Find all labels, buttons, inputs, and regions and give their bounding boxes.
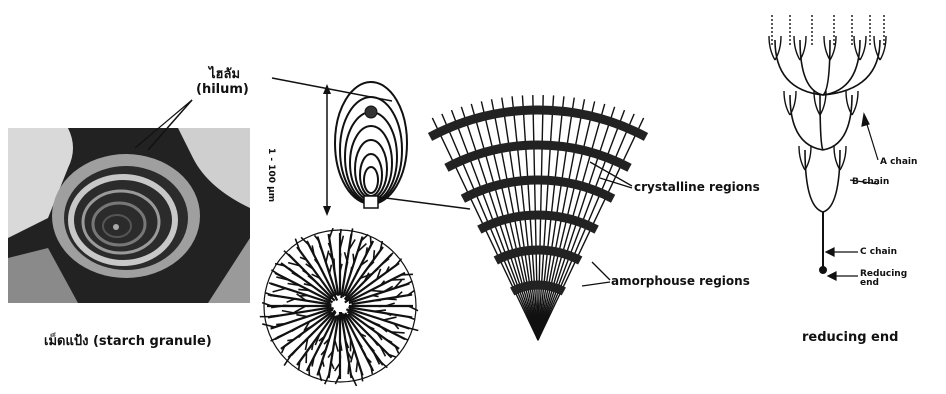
- size-range-label: 1 - 100 µm: [266, 148, 276, 202]
- crystalline-amorphous-fan: [430, 95, 646, 340]
- b-chain-label: B chain: [852, 177, 889, 187]
- hilum-pointer-line: [148, 100, 192, 150]
- amorphous-pointer: [592, 262, 610, 280]
- starch-granule-caption: เม็ดแป้ง (starch granule): [44, 330, 212, 351]
- reducing-end-caption: reducing end: [802, 330, 898, 345]
- a-chain-label: A chain: [880, 157, 917, 167]
- size-arrow: [323, 84, 331, 216]
- amorphous-regions-label: amorphouse regions: [611, 274, 750, 288]
- radial-dendrite-circle: [260, 228, 418, 386]
- growth-rings-granule: [335, 82, 407, 208]
- crystalline-regions-label: crystalline regions: [634, 180, 760, 194]
- amylopectin-cluster: [769, 14, 886, 273]
- zoom-line-bottom: [378, 197, 470, 209]
- hilum-label-thai: ไฮลัม: [209, 63, 240, 84]
- hilum-label-en: (hilum): [196, 82, 249, 97]
- c-chain-label: C chain: [860, 247, 897, 257]
- reducing-end-small-label: Reducing end: [860, 270, 900, 288]
